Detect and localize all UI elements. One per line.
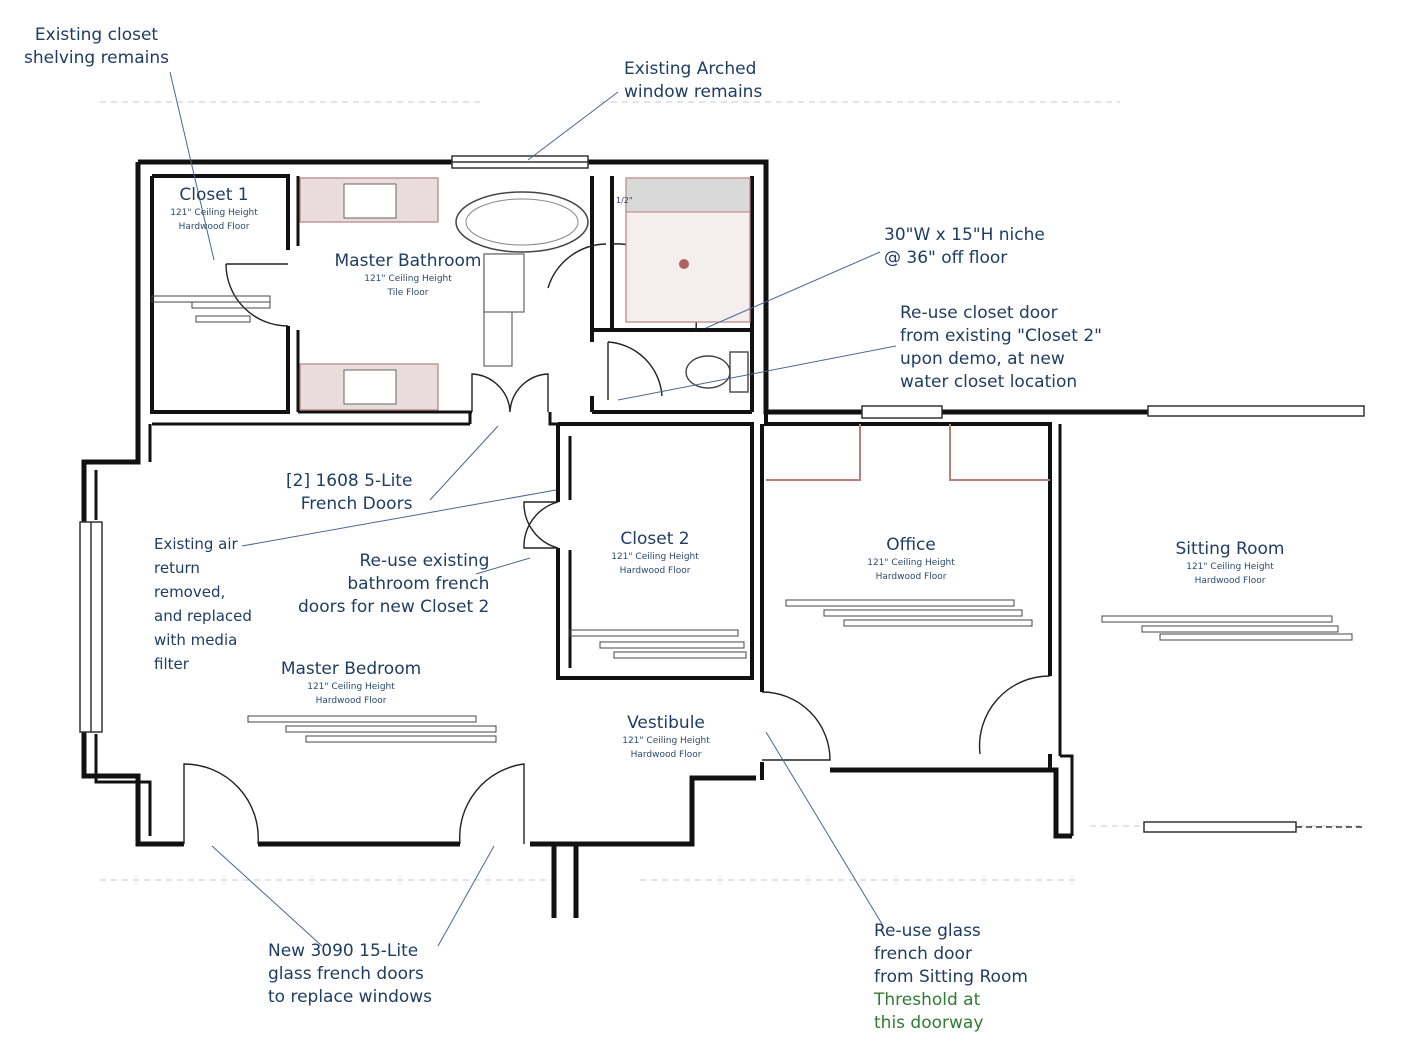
- annotation-line: and replaced: [154, 607, 252, 625]
- room-floor: Tile Floor: [387, 288, 429, 298]
- room-ceiling-height: 121" Ceiling Height: [611, 552, 699, 562]
- annotation-arched-window: Existing Arched window remains: [624, 58, 762, 104]
- annotation-closet-door: Re-use closet door from existing "Closet…: [900, 302, 1102, 394]
- annotation-line: french door: [874, 944, 972, 964]
- room-name: Closet 2: [620, 529, 690, 549]
- toilet: [685, 355, 731, 389]
- annotation-line: upon demo, at new: [900, 349, 1065, 369]
- room-ceiling-height: 121" Ceiling Height: [364, 274, 452, 284]
- closet2-french-doors: [523, 501, 559, 549]
- annotation-line: glass french doors: [268, 964, 424, 984]
- annotation-line: water closet location: [900, 372, 1078, 392]
- annotation-line: with media: [154, 631, 238, 649]
- windows: [79, 155, 1365, 833]
- annotation-line: [2] 1608 5-Lite: [286, 471, 413, 491]
- annotation-line: Re-use existing: [359, 551, 490, 571]
- annotation-sitting-room-door: Re-use glass french door from Sitting Ro…: [874, 920, 1028, 1035]
- room-ceiling-height: 121" Ceiling Height: [307, 682, 395, 692]
- annotation-line: Existing air: [154, 535, 238, 553]
- room-label-closet1: Closet 1 121" Ceiling Height Hardwood Fl…: [160, 184, 268, 234]
- annotation-line: French Doors: [300, 494, 413, 514]
- annotation-line: Existing closet: [34, 25, 159, 45]
- threshold-note-line: this doorway: [874, 1013, 984, 1033]
- leader-lines: [169, 71, 897, 947]
- room-name: Closet 1: [179, 185, 249, 205]
- room-floor: Hardwood Floor: [619, 566, 691, 576]
- annotation-line: Re-use glass: [874, 921, 981, 941]
- annotation-air-return: Existing air return removed, and replace…: [154, 532, 252, 676]
- annotation-line: bathroom french: [347, 574, 490, 594]
- room-floor: Hardwood Floor: [178, 222, 250, 232]
- annotation-line: removed,: [154, 583, 226, 601]
- annotation-french-doors-1608: [2] 1608 5-Lite French Doors: [286, 470, 412, 516]
- room-floor: Hardwood Floor: [315, 696, 387, 706]
- annotation-line: Re-use closet door: [900, 303, 1058, 323]
- room-label-sitting-room: Sitting Room 121" Ceiling Height Hardwoo…: [1160, 538, 1300, 588]
- room-name: Office: [886, 535, 936, 555]
- bath-french-doors: [471, 373, 549, 413]
- room-label-closet2: Closet 2 121" Ceiling Height Hardwood Fl…: [600, 528, 710, 578]
- bath-fixtures: [299, 177, 751, 411]
- room-ceiling-height: 121" Ceiling Height: [622, 736, 710, 746]
- room-label-vestibule: Vestibule 121" Ceiling Height Hardwood F…: [610, 712, 722, 762]
- room-ceiling-height: 121" Ceiling Height: [170, 208, 258, 218]
- shelving: [151, 295, 1353, 743]
- room-floor: Hardwood Floor: [875, 572, 947, 582]
- annotation-line: doors for new Closet 2: [298, 597, 490, 617]
- annotation-line: shelving remains: [24, 48, 169, 68]
- water-closet-door: [607, 341, 663, 400]
- annotation-new-french-doors: New 3090 15-Lite glass french doors to r…: [268, 940, 432, 1009]
- annotation-line: filter: [154, 655, 189, 673]
- sitting-room-door: [978, 675, 1051, 755]
- exterior-wall: [81, 159, 1148, 918]
- annotation-line: to replace windows: [268, 987, 433, 1007]
- room-ceiling-height: 121" Ceiling Height: [867, 558, 955, 568]
- threshold-note-line: Threshold at: [874, 990, 981, 1010]
- bedroom-left-door: [183, 763, 259, 845]
- annotation-bathroom-french-doors: Re-use existing bathroom french doors fo…: [298, 550, 489, 619]
- room-label-office: Office 121" Ceiling Height Hardwood Floo…: [856, 534, 966, 584]
- room-name: Vestibule: [627, 713, 705, 733]
- annotation-closet-shelving: Existing closet shelving remains: [24, 24, 169, 70]
- room-name: Master Bathroom: [334, 251, 482, 271]
- annotation-line: from Sitting Room: [874, 967, 1028, 987]
- annotation-line: New 3090 15-Lite: [268, 941, 419, 961]
- bath-walls: [296, 176, 592, 426]
- annotation-line: from existing "Closet 2": [900, 326, 1102, 346]
- room-floor: Hardwood Floor: [630, 750, 702, 760]
- closet1-wall: [150, 174, 290, 414]
- room-name: Master Bedroom: [280, 659, 422, 679]
- closet1-door: [225, 263, 289, 327]
- annotation-line: 30"W x 15"H niche: [884, 225, 1045, 245]
- room-label-master-bedroom: Master Bedroom 121" Ceiling Height Hardw…: [272, 658, 430, 708]
- bedroom-right-door: [459, 763, 525, 845]
- room-name: Sitting Room: [1175, 539, 1285, 559]
- office-wall: [760, 412, 1052, 780]
- annotation-niche: 30"W x 15"H niche @ 36" off floor: [884, 224, 1045, 270]
- room-floor: Hardwood Floor: [1194, 576, 1266, 586]
- room-ceiling-height: 121" Ceiling Height: [1186, 562, 1274, 572]
- annotation-line: return: [154, 559, 200, 577]
- background-traces: [100, 101, 1364, 881]
- bathtub: [455, 191, 589, 253]
- closet2-wall: [556, 422, 754, 680]
- dimension-label: 1/2": [616, 196, 633, 205]
- annotation-line: window remains: [624, 82, 763, 102]
- room-label-master-bathroom: Master Bathroom 121" Ceiling Height Tile…: [326, 250, 490, 300]
- vestibule-door: [761, 691, 831, 761]
- annotation-line: Existing Arched: [624, 59, 757, 79]
- annotation-line: @ 36" off floor: [884, 248, 1008, 268]
